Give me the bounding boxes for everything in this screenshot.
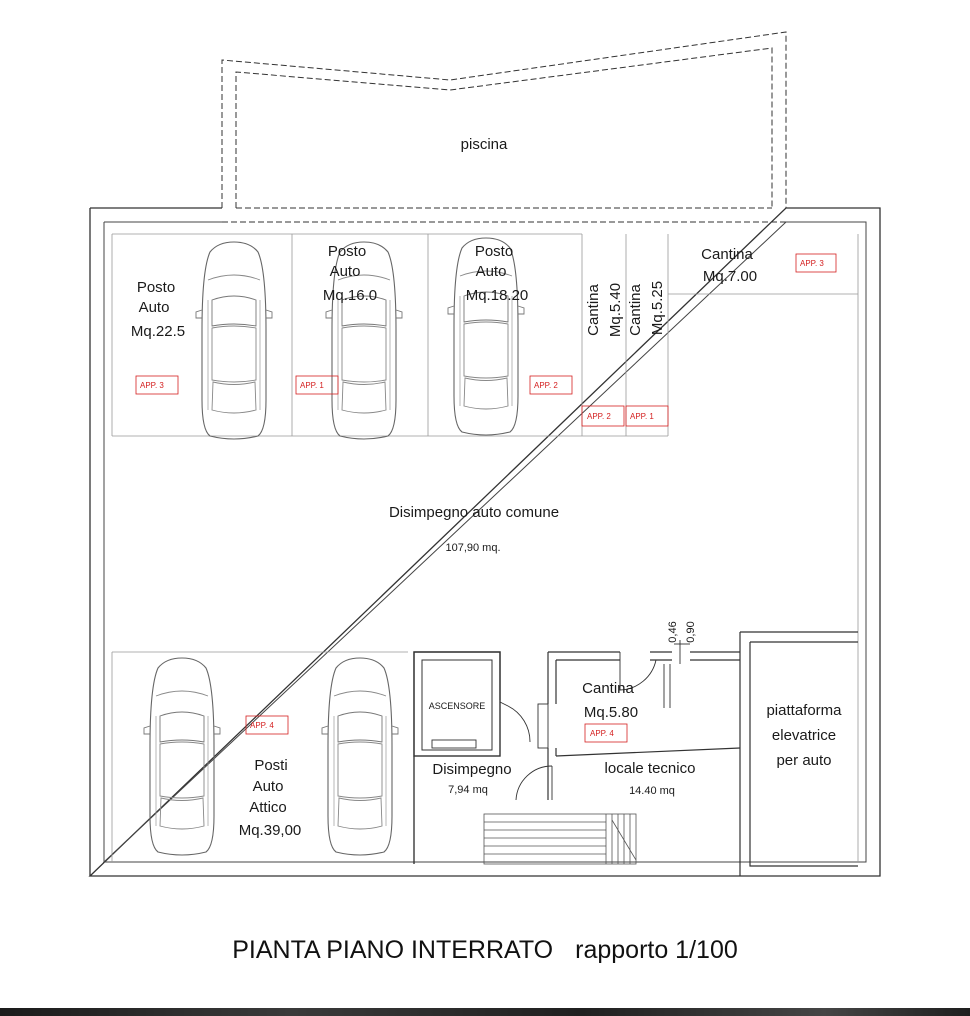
- dimension-1: 0,46: [667, 621, 679, 642]
- service-walls: [413, 631, 858, 876]
- parking-top-1-tag: APP. 3: [140, 381, 164, 390]
- bottom-photo-strip: [0, 1008, 970, 1016]
- cellar-small-label: Cantina: [582, 680, 634, 697]
- outer-walls: [88, 207, 881, 877]
- drawing-title-scale: rapporto 1/100: [575, 936, 738, 964]
- car-platform-line3: per auto: [776, 752, 831, 769]
- car-platform-line2: elevatrice: [772, 727, 836, 744]
- parking-top-1-area: Mq.22.5: [131, 323, 185, 340]
- car-bottom-1: [143, 657, 221, 856]
- parking-top-2-line1: Posto: [328, 243, 366, 260]
- parking-attic: APP. 4 Posti Auto Attico Mq.39,00: [239, 715, 302, 839]
- hall: Disimpegno 7,94 mq: [432, 761, 511, 796]
- cellar-narrow-1-area: Mq.5.40: [607, 283, 624, 337]
- driveway-label: Disimpegno auto comune: [389, 504, 559, 521]
- elevator: ASCENSORE: [429, 701, 486, 711]
- parking-top-2-area: Mq.16.0: [323, 287, 377, 304]
- technical-room: locale tecnico 14.40 mq: [605, 760, 696, 797]
- technical-room-label: locale tecnico: [605, 760, 696, 777]
- cellar-small: Cantina Mq.5.80 APP. 4: [582, 680, 638, 743]
- cellar-narrow-1: Cantina Mq.5.40 APP. 2: [581, 283, 625, 427]
- parking-top-2-line2: Auto: [330, 263, 361, 280]
- drawing-title-main: PIANTA PIANO INTERRATO: [232, 936, 554, 964]
- top-stall-lines: [111, 233, 859, 862]
- parking-attic-line2: Auto: [253, 778, 284, 795]
- elevator-label: ASCENSORE: [429, 701, 486, 711]
- parking-top-3: Posto Auto Mq.18.20 APP. 2: [466, 243, 573, 395]
- driveway-area: 107,90 mq.: [445, 542, 500, 554]
- parking-top-3-area: Mq.18.20: [466, 287, 529, 304]
- dimension-labels: 0,46 0,90: [667, 621, 697, 642]
- cellar-narrow-1-label: Cantina: [585, 283, 602, 335]
- parking-top-2-tag: APP. 1: [300, 381, 324, 390]
- attic-parking-lines: [111, 651, 408, 862]
- cellar-right-tag: APP. 3: [800, 259, 824, 268]
- car-bottom-2: [321, 657, 399, 856]
- parking-top-1: Posto Auto Mq.22.5 APP. 3: [131, 279, 185, 395]
- car-platform-line1: piattaforma: [766, 702, 842, 719]
- hall-area: 7,94 mq: [448, 784, 488, 796]
- cellar-right-label: Cantina: [701, 246, 753, 263]
- cellar-right: Cantina Mq.7.00 APP. 3: [701, 246, 837, 285]
- hall-label: Disimpegno: [432, 761, 511, 778]
- drawing-title: PIANTA PIANO INTERRATO rapporto 1/100: [0, 936, 970, 965]
- doors: [431, 640, 690, 801]
- cellar-right-area: Mq.7.00: [703, 268, 757, 285]
- parking-attic-line3: Attico: [249, 799, 287, 816]
- cellar-narrow-1-tag: APP. 2: [587, 412, 611, 421]
- dimension-2: 0,90: [685, 621, 697, 642]
- parking-top-3-line1: Posto: [475, 243, 513, 260]
- common-driveway: Disimpegno auto comune 107,90 mq.: [389, 504, 559, 554]
- car-platform: piattaforma elevatrice per auto: [766, 702, 842, 769]
- parking-top-3-tag: APP. 2: [534, 381, 558, 390]
- stairs: [483, 813, 637, 865]
- technical-room-area: 14.40 mq: [629, 785, 675, 797]
- cellar-narrow-2-tag: APP. 1: [630, 412, 654, 421]
- cellar-small-area: Mq.5.80: [584, 704, 638, 721]
- car-top-1: [195, 241, 273, 440]
- parking-top-1-line1: Posto: [137, 279, 175, 296]
- pool-label: piscina: [461, 136, 508, 153]
- cellar-narrow-2-label: Cantina: [627, 283, 644, 335]
- pool: piscina: [221, 31, 787, 223]
- cellar-narrow-2-area: Mq.5.25: [649, 281, 666, 335]
- parking-attic-area: Mq.39,00: [239, 822, 302, 839]
- parking-attic-line1: Posti: [254, 757, 287, 774]
- parking-top-2: Posto Auto Mq.16.0 APP. 1: [295, 243, 377, 395]
- parking-top-3-line2: Auto: [476, 263, 507, 280]
- cellar-small-tag: APP. 4: [590, 729, 614, 738]
- parking-top-1-line2: Auto: [139, 299, 170, 316]
- cellar-narrow-2: Cantina Mq.5.25 APP. 1: [625, 281, 669, 427]
- parking-attic-tag: APP. 4: [250, 721, 274, 730]
